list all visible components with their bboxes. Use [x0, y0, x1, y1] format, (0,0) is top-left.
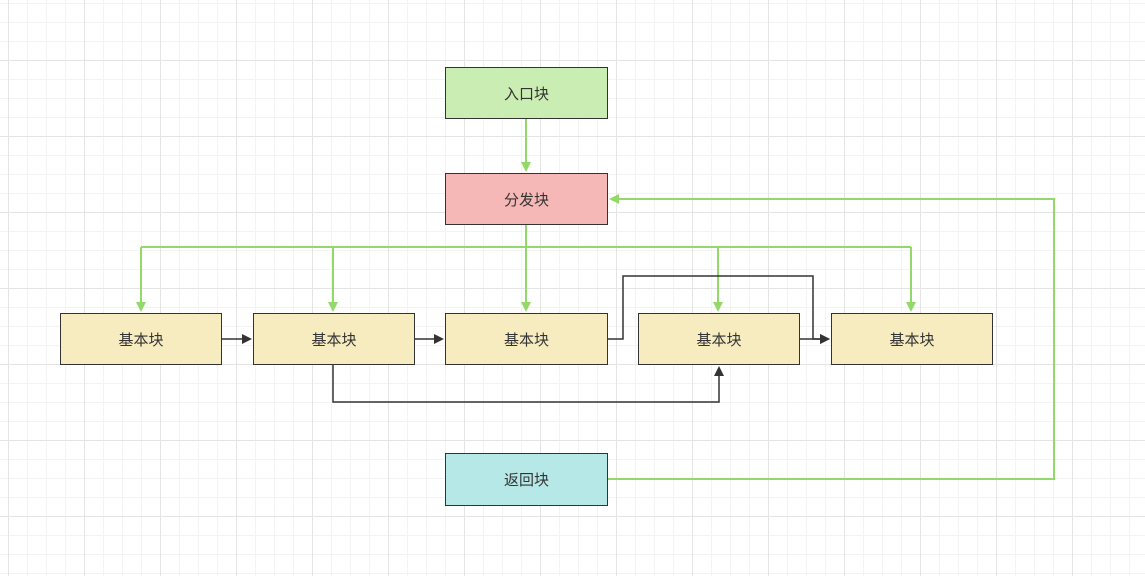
basic-block-3[interactable]: 基本块	[445, 313, 608, 365]
basic-block-2-label: 基本块	[311, 330, 357, 349]
entry-block[interactable]: 入口块	[445, 67, 608, 119]
basic-block-2[interactable]: 基本块	[253, 313, 415, 365]
basic-block-1-label: 基本块	[118, 330, 164, 349]
return-block-label: 返回块	[503, 471, 549, 489]
dispatch-block-label: 分发块	[503, 190, 549, 209]
edge-return-to-dispatch	[608, 194, 1055, 480]
basic-block-1[interactable]: 基本块	[60, 313, 222, 365]
dispatch-block[interactable]: 分发块	[445, 173, 608, 225]
basic-block-4[interactable]: 基本块	[638, 313, 800, 365]
basic-block-3-label: 基本块	[503, 330, 549, 349]
basic-block-5-label: 基本块	[889, 330, 935, 349]
basic-block-5[interactable]: 基本块	[831, 313, 993, 365]
edge-basic-2-to-basic-4	[332, 365, 724, 403]
return-block[interactable]: 返回块	[445, 453, 608, 506]
basic-block-4-label: 基本块	[696, 330, 742, 349]
entry-block-label: 入口块	[503, 84, 549, 103]
